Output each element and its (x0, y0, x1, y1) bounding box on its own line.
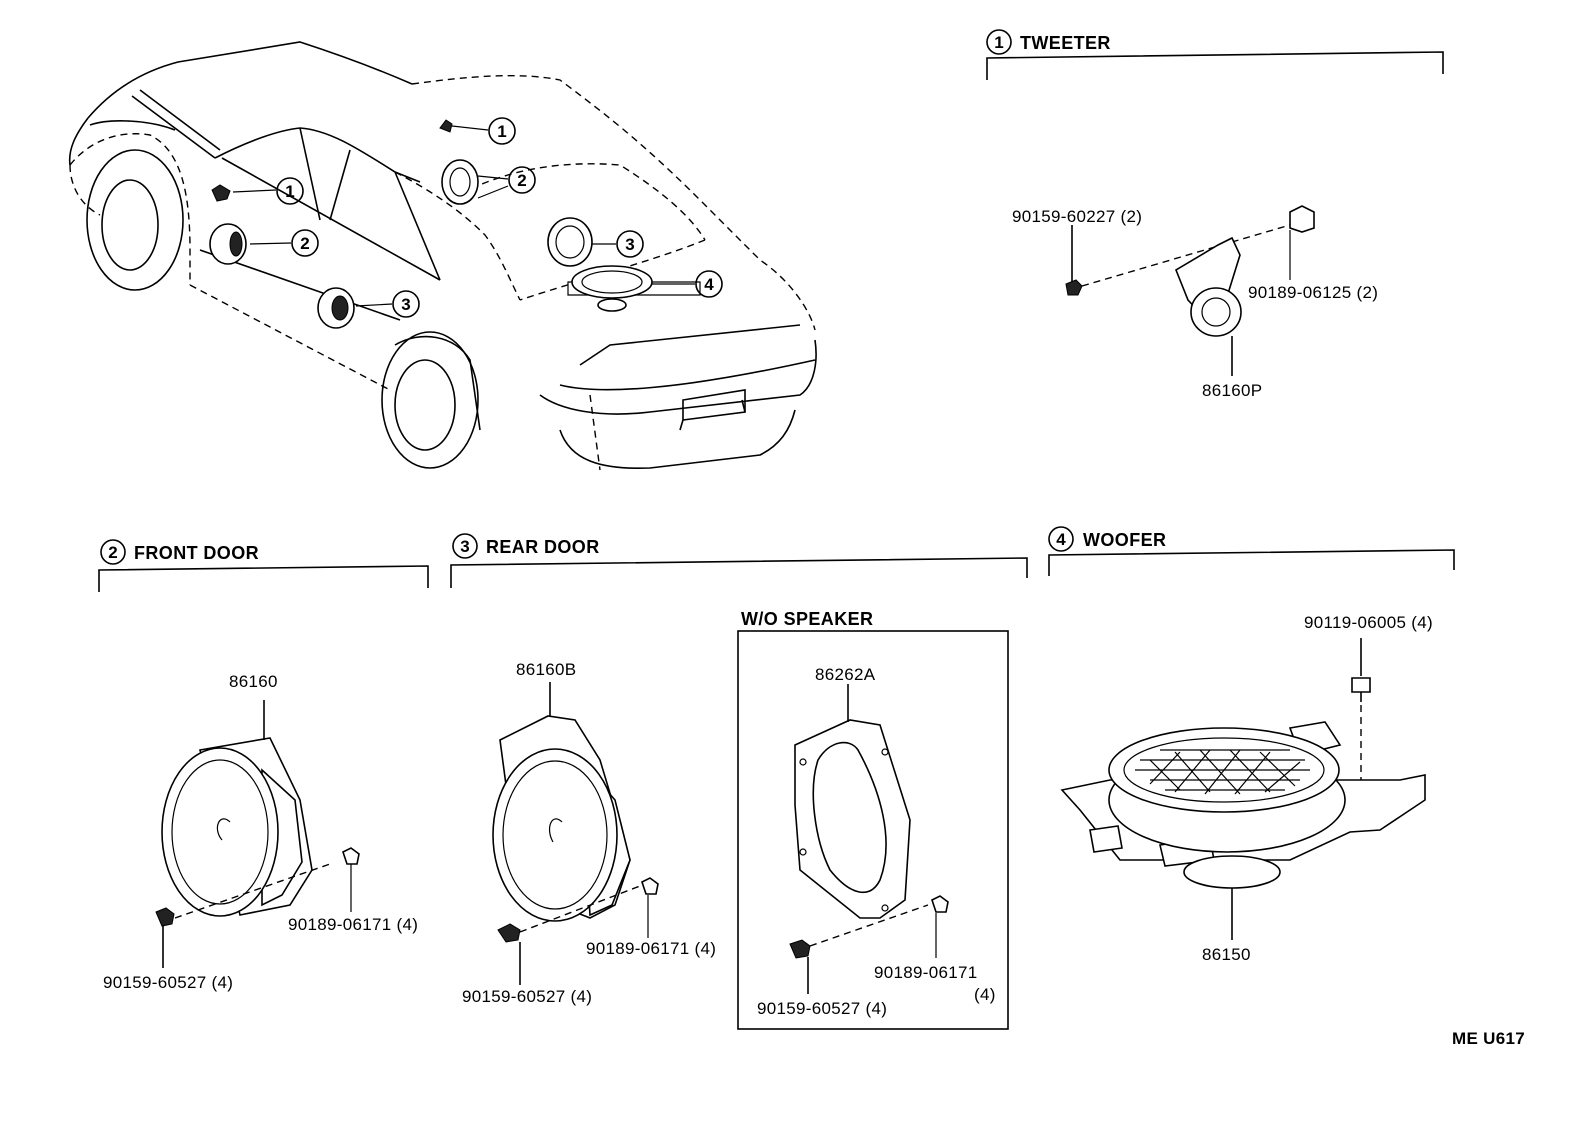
section-title: REAR DOOR (486, 537, 600, 557)
svg-text:3: 3 (401, 295, 410, 314)
svg-text:2: 2 (300, 234, 309, 253)
callout-4-woofer: 4 (695, 270, 723, 298)
section-title: TWEETER (1020, 33, 1111, 53)
section-front-door: 2 FRONT DOOR 86160 90189-06171 (4) 90159… (98, 539, 429, 992)
section-title: FRONT DOOR (134, 543, 259, 563)
tweeter-unit-label: 86160P (1202, 381, 1262, 400)
section-rear-door: 3 REAR DOOR 86160B 90189-06171 (4) 90159… (450, 533, 1028, 1006)
callout-2-front: 2 (291, 229, 319, 257)
svg-text:4: 4 (704, 275, 714, 294)
callout-3-front: 3 (392, 290, 420, 318)
svg-text:2: 2 (517, 171, 526, 190)
section-woofer: 4 WOOFER 90119-06005 (4) 86150 (1048, 526, 1455, 964)
section-wo-speaker: W/O SPEAKER 86262A 90189-06171 (4) 90159… (737, 609, 1009, 1030)
callout-2-rear: 2 (508, 166, 536, 194)
car-illustration (68, 41, 817, 471)
section-number: 1 (994, 33, 1003, 52)
section-number: 2 (108, 543, 117, 562)
rear-door-nut-label: 90189-06171 (4) (586, 939, 716, 958)
section-number: 3 (460, 537, 469, 556)
front-door-unit-label: 86160 (229, 672, 278, 691)
woofer-unit-label: 86150 (1202, 945, 1251, 964)
callout-3-rear: 3 (616, 230, 644, 258)
callout-1-rear: 1 (488, 117, 516, 145)
wo-speaker-nut-label-line2: (4) (974, 985, 996, 1004)
tweeter-nut-label: 90189-06125 (2) (1248, 283, 1378, 302)
wo-speaker-unit-label: 86262A (815, 665, 876, 684)
wo-speaker-title: W/O SPEAKER (741, 609, 873, 629)
section-tweeter: 1 TWEETER 90159-60227 (2) 90189-06125 (2… (986, 29, 1444, 400)
tweeter-screw-label: 90159-60227 (2) (1012, 207, 1142, 226)
rear-door-unit-label: 86160B (516, 660, 576, 679)
svg-text:3: 3 (625, 235, 634, 254)
front-door-nut-label: 90189-06171 (4) (288, 915, 418, 934)
car-speaker-positions: 1 2 3 1 2 3 4 (209, 117, 723, 329)
wo-speaker-nut-label-line1: 90189-06171 (874, 963, 978, 982)
wo-speaker-screw-label: 90159-60527 (4) (757, 999, 887, 1018)
woofer-bolt-label: 90119-06005 (4) (1304, 613, 1433, 632)
woofer-mesh-grille (1135, 749, 1310, 795)
svg-text:1: 1 (285, 182, 294, 201)
section-number: 4 (1056, 530, 1066, 549)
figure-code: ME U617 (1452, 1029, 1525, 1048)
section-title: WOOFER (1083, 530, 1166, 550)
front-door-screw-label: 90159-60527 (4) (103, 973, 233, 992)
svg-text:1: 1 (497, 122, 506, 141)
rear-door-screw-label: 90159-60527 (4) (462, 987, 592, 1006)
callout-1-front: 1 (276, 177, 304, 205)
